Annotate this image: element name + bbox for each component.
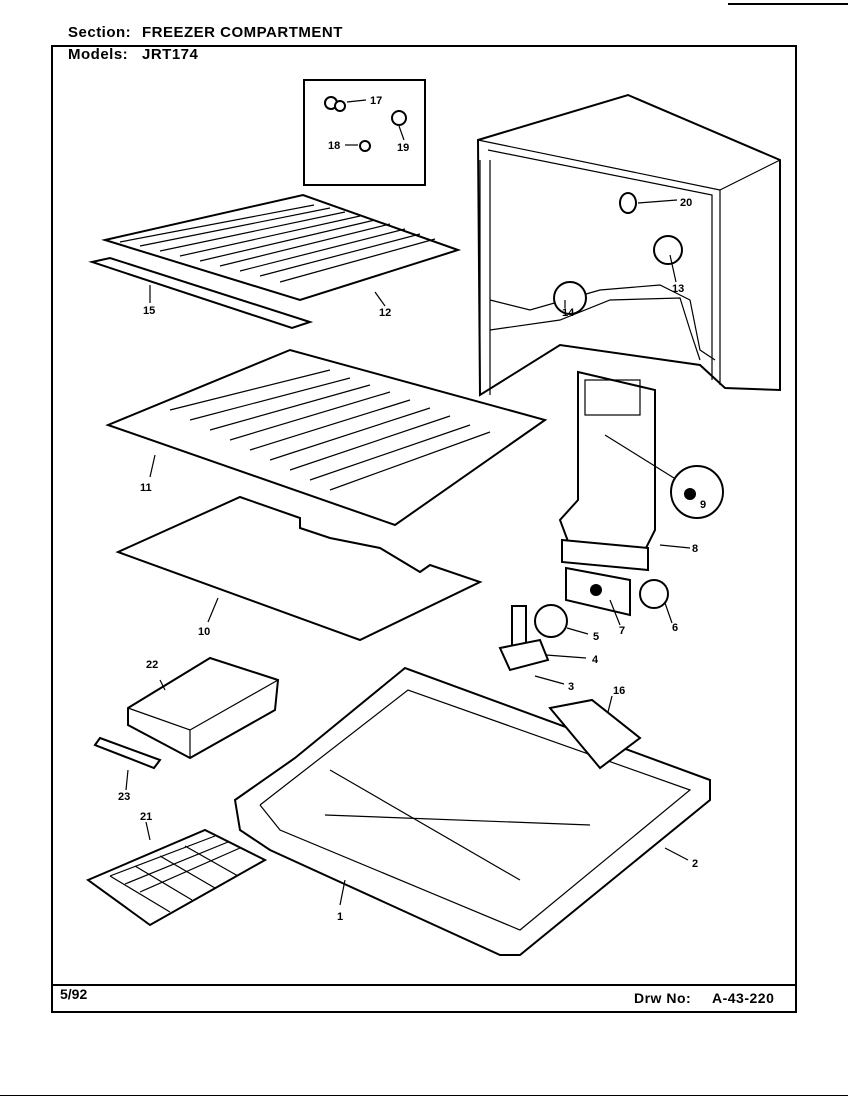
callout-19: 19 — [397, 142, 409, 154]
section-label: Section: — [68, 24, 132, 41]
callout-22: 22 — [146, 659, 158, 671]
section-value: FREEZER COMPARTMENT — [142, 24, 343, 41]
callout-8: 8 — [692, 543, 698, 555]
shelf-plate — [115, 495, 483, 642]
diagram-frame — [51, 45, 797, 1013]
callout-16: 16 — [613, 685, 625, 697]
fan-motor-assembly — [498, 566, 673, 685]
callout-18: 18 — [328, 140, 340, 152]
callout-10: 10 — [198, 626, 210, 638]
callout-6: 6 — [672, 622, 678, 634]
revision-date: 5/92 — [60, 986, 88, 1002]
callout-20: 20 — [680, 197, 692, 209]
callout-17: 17 — [370, 95, 382, 107]
bottom-rule — [0, 1095, 848, 1096]
callout-23: 23 — [118, 791, 130, 803]
callout-11: 11 — [140, 482, 152, 494]
ice-bin — [93, 656, 280, 791]
fan-housing — [558, 370, 724, 572]
callout-5: 5 — [593, 631, 599, 643]
ice-cube-tray — [85, 821, 268, 927]
models-value: JRT174 — [142, 46, 199, 63]
drawing-number: A-43-220 — [712, 990, 775, 1006]
callout-1: 1 — [337, 911, 343, 923]
callout-13: 13 — [672, 283, 684, 295]
models-label: Models: — [68, 46, 129, 63]
footer-divider — [51, 984, 797, 986]
callout-4: 4 — [592, 654, 599, 666]
callout-7: 7 — [619, 625, 625, 637]
callout-9: 9 — [700, 499, 706, 511]
freezer-cabinet — [476, 93, 781, 397]
wire-shelf-assembly — [88, 193, 462, 330]
callout-2: 2 — [692, 858, 698, 870]
drawing-number-label: Drw No: — [634, 990, 692, 1006]
callout-15: 15 — [143, 305, 155, 317]
callout-14: 14 — [562, 307, 575, 319]
callout-21: 21 — [140, 811, 152, 823]
freezer-floor — [233, 666, 711, 956]
callout-12: 12 — [379, 307, 391, 319]
small-parts-inset — [303, 79, 426, 186]
callout-labels: 1 2 3 4 5 6 7 8 9 10 11 12 13 14 15 16 1… — [118, 95, 706, 923]
callout-3: 3 — [568, 681, 574, 693]
freezer-shelf — [105, 348, 548, 527]
top-rule — [728, 3, 848, 5]
